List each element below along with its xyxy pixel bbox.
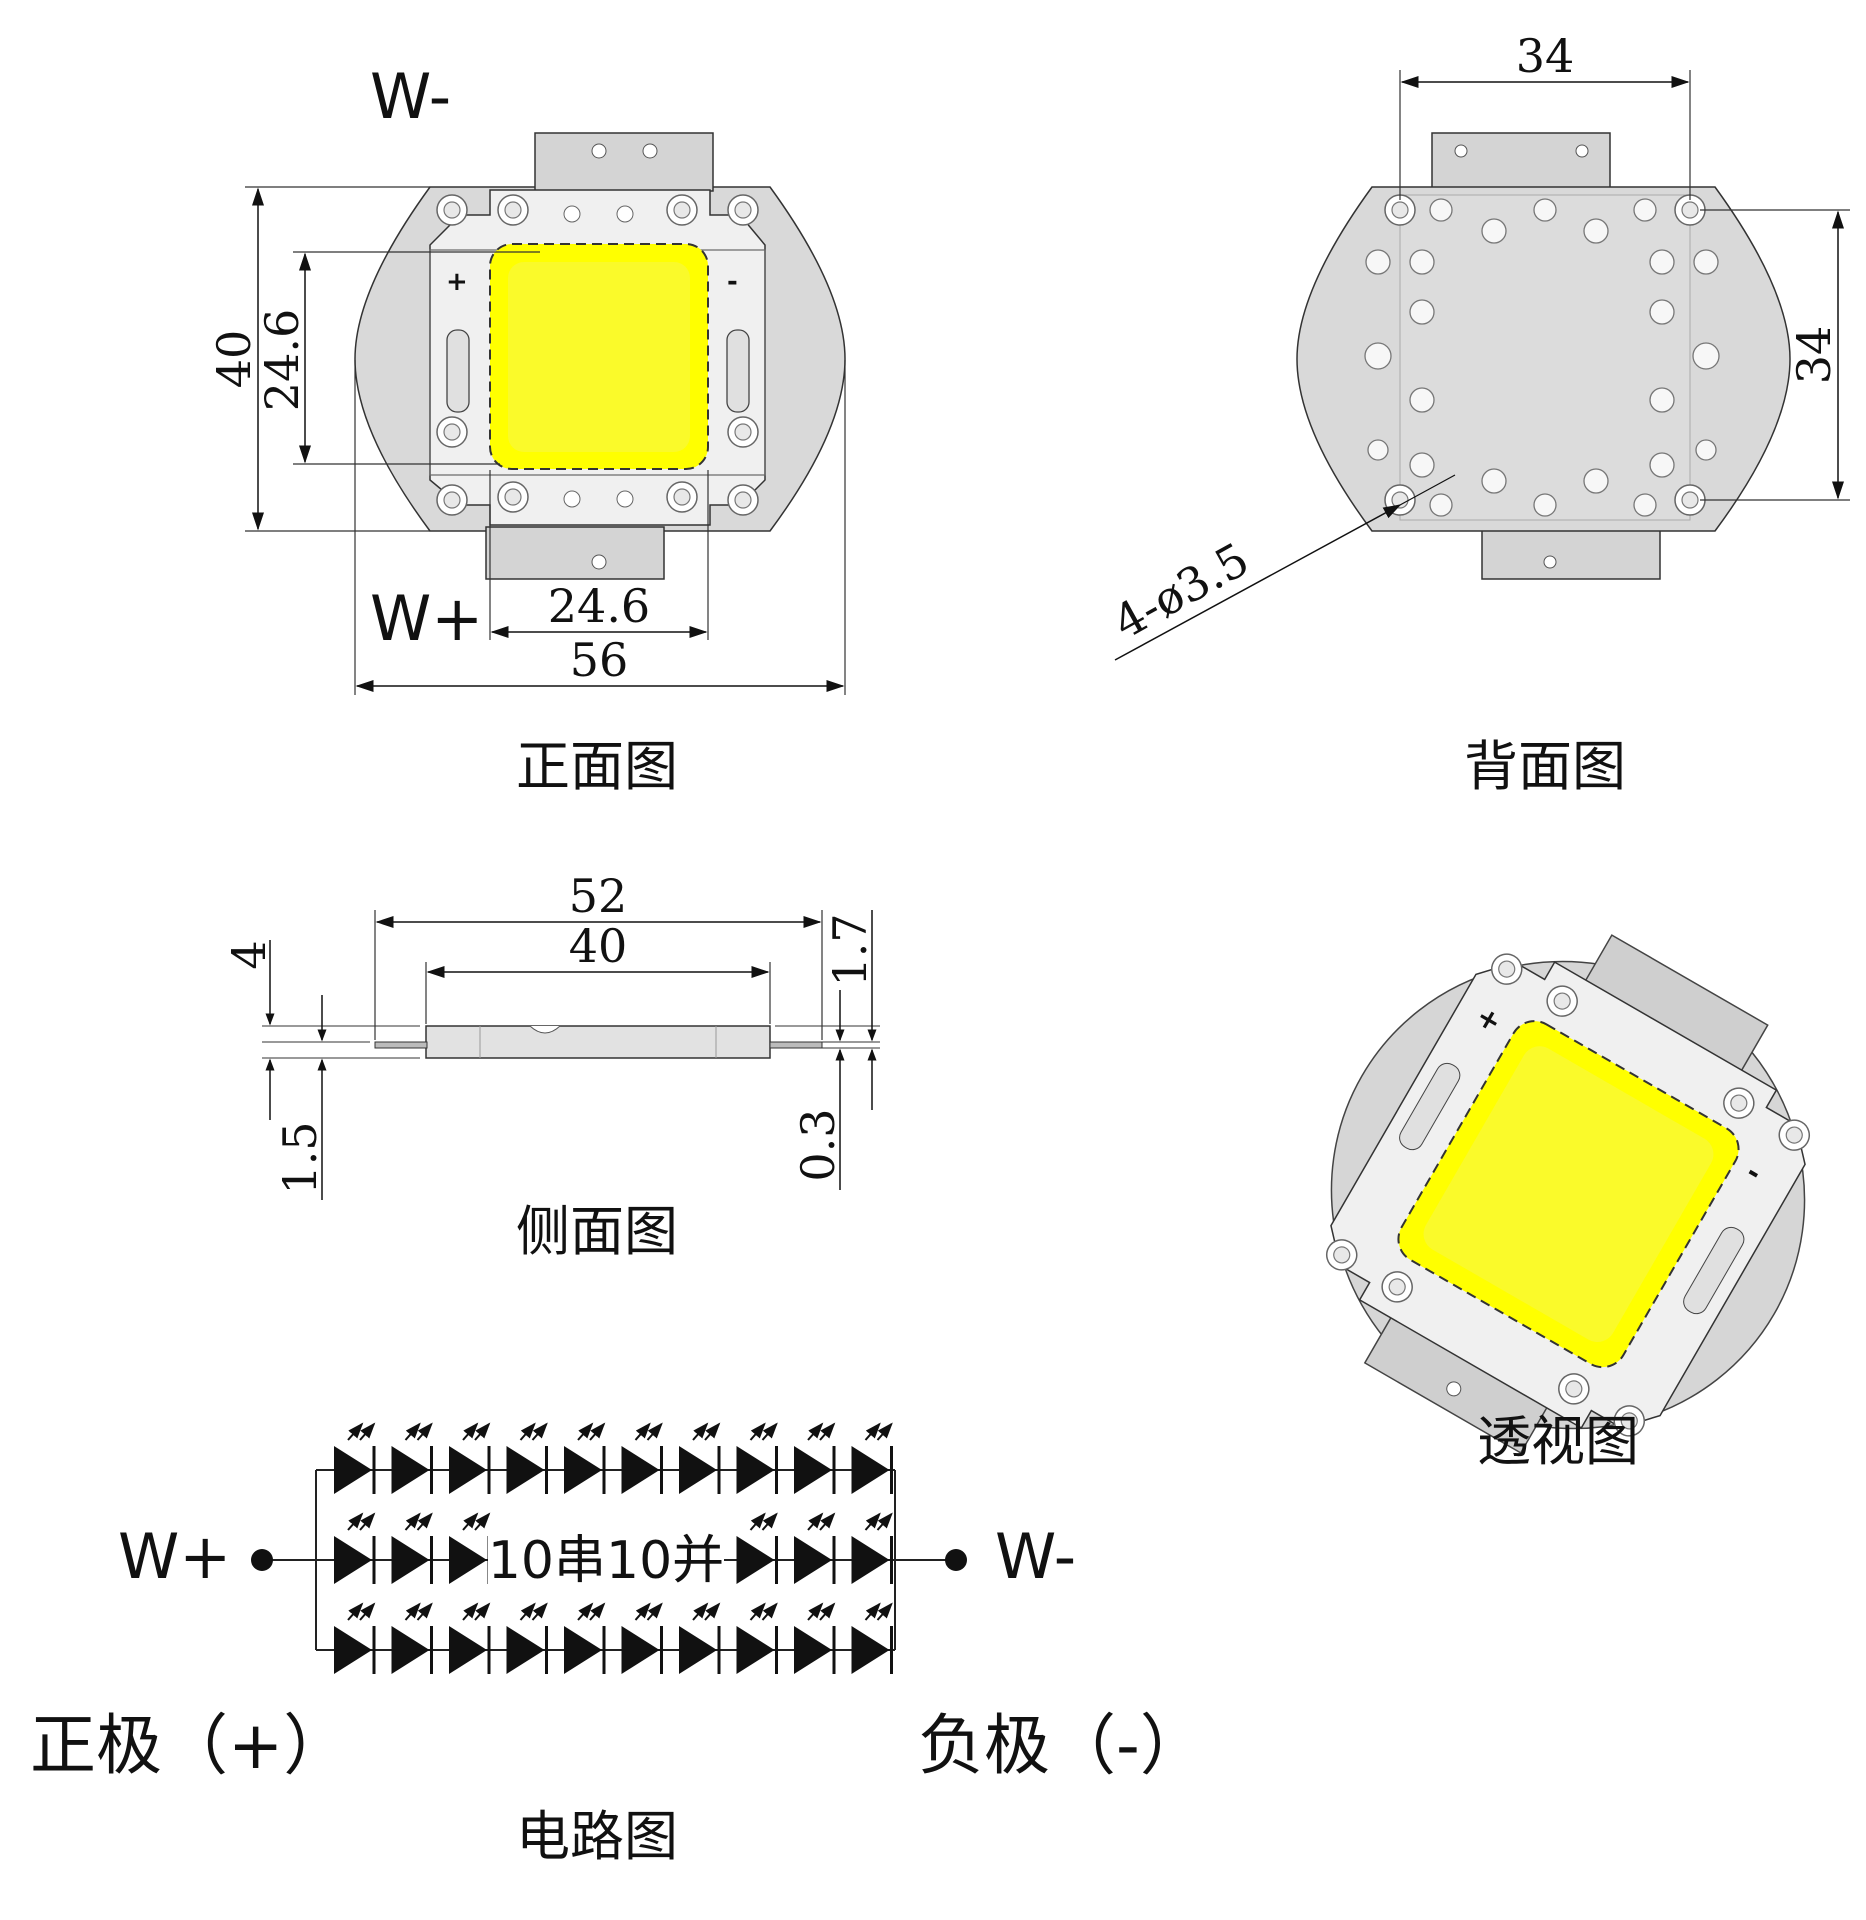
perspective-view: + - [1320,934,1816,1454]
led-diode-symbol [736,1602,778,1674]
cathode-node [945,1549,967,1571]
led-diode-symbol [794,1512,836,1584]
led-diode-symbol [851,1602,893,1674]
led-diode-symbol [851,1422,893,1494]
side-dim-lead-thickness: 0.3 [791,1108,845,1181]
led-diode-symbol [851,1512,893,1584]
circuit-cathode-terminal: W- [995,1520,1076,1593]
circuit-anode-terminal: W+ [118,1520,231,1593]
back-dim-holes: 4-ø3.5 [1104,532,1258,650]
side-body [425,1025,771,1059]
led-diode-symbol [794,1422,836,1494]
front-terminal-bottom: W+ [370,582,483,655]
led-diode-symbol [564,1602,606,1674]
led-diode-symbol [449,1602,491,1674]
front-dim-die-height: 24.6 [255,309,309,411]
led-diode-symbol [621,1602,663,1674]
circuit-positive-label: 正极（+） [30,1707,349,1784]
led-diode-symbol [621,1422,663,1494]
side-view-label: 侧面图 [516,1200,678,1263]
front-bottom-tab [485,526,665,580]
led-diode-symbol [334,1602,376,1674]
side-dim-total-thickness: 4 [222,940,276,969]
front-dim-die-width: 24.6 [548,579,650,633]
led-diode-symbol [506,1422,548,1494]
side-dim-lead-offset: 1.7 [823,913,877,986]
circuit-negative-label: 负极（-） [918,1707,1206,1784]
front-minus-mark: - [727,267,738,297]
led-diode-symbol [334,1512,376,1584]
front-dim-height: 40 [207,330,261,389]
led-diode-symbol [449,1422,491,1494]
front-dim-width: 56 [570,633,629,687]
back-dim-spacing-x: 34 [1516,29,1575,83]
led-diode-symbol [794,1602,836,1674]
back-view: 34 34 4-ø3.5 背面图 [1104,29,1850,798]
side-dim-body: 40 [569,919,628,973]
led-diode-symbol [334,1422,376,1494]
side-view: 52 40 4 1.5 1.7 0.3 侧面图 [222,869,880,1263]
led-diode-symbol [391,1422,433,1494]
led-array [316,1422,895,1674]
front-top-tab [534,132,714,192]
led-diode-symbol [506,1602,548,1674]
back-dim-spacing-y: 34 [1787,326,1841,385]
led-diode-symbol [564,1422,606,1494]
circuit-configuration: 10串10并 [488,1531,724,1591]
led-diode-symbol [736,1422,778,1494]
led-diode-symbol [679,1422,721,1494]
front-terminal-top: W- [370,60,451,133]
anode-node [251,1549,273,1571]
led-diode-symbol [391,1512,433,1584]
perspective-view-label: 透视图 [1477,1410,1639,1473]
led-diode-symbol [391,1602,433,1674]
front-plus-mark: + [446,267,468,297]
front-view-label: 正面图 [516,735,678,798]
circuit-label: 电路图 [516,1805,678,1868]
led-diode-symbol [449,1512,491,1584]
circuit-diagram: 10串10并 W+ W- 正极（+） 负极（-） 电路图 [30,1422,1206,1868]
led-diode-symbol [736,1512,778,1584]
side-dim-lead-span: 52 [569,869,628,923]
led-diode-symbol [679,1602,721,1674]
front-view: + - W- W+ 40 24.6 24.6 56 正面图 [207,60,846,798]
back-view-label: 背面图 [1464,735,1626,798]
side-dim-base: 1.5 [273,1121,327,1194]
